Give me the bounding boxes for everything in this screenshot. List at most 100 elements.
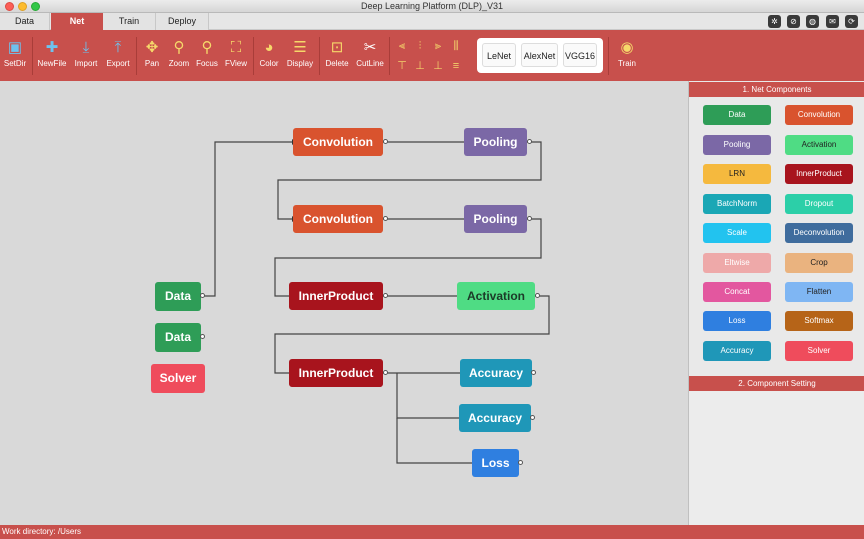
node-accuracy-2[interactable]: Accuracy bbox=[459, 404, 531, 432]
network-canvas[interactable]: Convolution Pooling Convolution Pooling … bbox=[0, 81, 688, 525]
chat-icon[interactable]: ◍ bbox=[806, 15, 819, 28]
output-port[interactable] bbox=[535, 293, 540, 298]
settings-icon[interactable]: ✲ bbox=[768, 15, 781, 28]
component-lrn[interactable]: LRN bbox=[703, 164, 771, 184]
node-data-1[interactable]: Data bbox=[155, 282, 201, 311]
output-port[interactable] bbox=[527, 139, 532, 144]
close-window-button[interactable] bbox=[5, 2, 14, 11]
component-pooling[interactable]: Pooling bbox=[703, 135, 771, 155]
zoom-window-button[interactable] bbox=[31, 2, 40, 11]
node-data-2[interactable]: Data bbox=[155, 323, 201, 352]
import-button[interactable]: ⤓ Import bbox=[74, 39, 98, 68]
component-dropout[interactable]: Dropout bbox=[785, 194, 853, 214]
newfile-button[interactable]: ✚ NewFile bbox=[37, 39, 67, 68]
node-pooling-2[interactable]: Pooling bbox=[464, 205, 527, 233]
fit-view-icon: ⛶ bbox=[230, 39, 242, 56]
preset-net-group: LeNet AlexNet VGG16 bbox=[477, 38, 603, 73]
import-icon: ⤓ bbox=[82, 39, 90, 56]
window-title: Deep Learning Platform (DLP)_V31 bbox=[360, 1, 504, 11]
fview-button[interactable]: ⛶ FView bbox=[224, 39, 248, 68]
component-solver[interactable]: Solver bbox=[785, 341, 853, 361]
toolbar-divider bbox=[608, 37, 609, 75]
align-top-icon[interactable]: ⊤ bbox=[397, 60, 407, 72]
edge-ip2-loss bbox=[396, 418, 472, 464]
align-center-h-icon[interactable]: ⫶ bbox=[418, 40, 422, 52]
component-flatten[interactable]: Flatten bbox=[785, 282, 853, 302]
main-toolbar: ▣ SetDir ✚ NewFile ⤓ Import ⤒ Export ✥ P… bbox=[0, 30, 864, 81]
component-scale[interactable]: Scale bbox=[703, 223, 771, 243]
component-innerproduct[interactable]: InnerProduct bbox=[785, 164, 853, 184]
node-convolution-2[interactable]: Convolution bbox=[293, 205, 383, 233]
node-loss[interactable]: Loss bbox=[472, 449, 519, 477]
component-setting-area[interactable] bbox=[689, 391, 864, 525]
component-concat[interactable]: Concat bbox=[703, 282, 771, 302]
tab-train[interactable]: Train bbox=[103, 13, 156, 30]
focus-icon: ⚲ bbox=[201, 39, 213, 56]
align-middle-icon[interactable]: ⊥ bbox=[415, 60, 425, 72]
component-data[interactable]: Data bbox=[703, 105, 771, 125]
node-accuracy-1[interactable]: Accuracy bbox=[460, 359, 532, 387]
display-button[interactable]: ☰ Display bbox=[286, 39, 314, 68]
status-bar: Work directory: /Users bbox=[0, 525, 864, 539]
preset-vgg16-button[interactable]: VGG16 bbox=[563, 43, 597, 67]
output-port[interactable] bbox=[383, 139, 388, 144]
net-components-header: 1. Net Components bbox=[689, 82, 864, 97]
toolbar-divider bbox=[253, 37, 254, 75]
node-convolution-1[interactable]: Convolution bbox=[293, 128, 383, 156]
export-icon: ⤒ bbox=[114, 39, 122, 56]
delete-icon: ⊡ bbox=[330, 39, 344, 56]
component-softmax[interactable]: Softmax bbox=[785, 311, 853, 331]
output-port[interactable] bbox=[530, 415, 535, 420]
align-bottom-icon[interactable]: ⊥ bbox=[433, 60, 443, 72]
pan-button[interactable]: ✥ Pan bbox=[144, 39, 160, 68]
component-accuracy[interactable]: Accuracy bbox=[703, 341, 771, 361]
color-button[interactable]: ◕ Color bbox=[259, 39, 279, 68]
component-activation[interactable]: Activation bbox=[785, 135, 853, 155]
align-left-icon[interactable]: ⫷ bbox=[398, 40, 406, 52]
component-deconvolution[interactable]: Deconvolution bbox=[785, 223, 853, 243]
train-button[interactable]: ◉ Train bbox=[618, 39, 636, 68]
component-eltwise[interactable]: Eltwise bbox=[703, 253, 771, 273]
toolbar-divider bbox=[136, 37, 137, 75]
output-port[interactable] bbox=[531, 370, 536, 375]
node-activation[interactable]: Activation bbox=[457, 282, 535, 310]
distribute-v-icon[interactable]: ≡ bbox=[452, 60, 460, 72]
tab-net[interactable]: Net bbox=[51, 13, 103, 30]
component-loss[interactable]: Loss bbox=[703, 311, 771, 331]
setdir-button[interactable]: ▣ SetDir bbox=[3, 39, 27, 68]
preset-lenet-button[interactable]: LeNet bbox=[482, 43, 516, 67]
output-port[interactable] bbox=[527, 216, 532, 221]
mail-icon[interactable]: ✉ bbox=[826, 15, 839, 28]
zoom-button[interactable]: ⚲ Zoom bbox=[168, 39, 190, 68]
magnifier-icon: ⚲ bbox=[173, 39, 185, 56]
cutline-button[interactable]: ✂ CutLine bbox=[356, 39, 384, 68]
output-port[interactable] bbox=[200, 334, 205, 339]
output-port[interactable] bbox=[383, 293, 388, 298]
output-port[interactable] bbox=[518, 460, 523, 465]
output-port[interactable] bbox=[383, 216, 388, 221]
scissors-icon: ✂ bbox=[363, 39, 377, 56]
output-port[interactable] bbox=[200, 293, 205, 298]
distribute-h-icon[interactable]: ⫼ bbox=[453, 40, 459, 52]
minimize-window-button[interactable] bbox=[18, 2, 27, 11]
edge-act-ip2 bbox=[274, 295, 550, 374]
toolbar-divider bbox=[389, 37, 390, 75]
node-innerproduct-2[interactable]: InnerProduct bbox=[289, 359, 383, 387]
align-right-icon[interactable]: ⫸ bbox=[434, 40, 442, 52]
delete-button[interactable]: ⊡ Delete bbox=[325, 39, 349, 68]
output-port[interactable] bbox=[383, 370, 388, 375]
preset-alexnet-button[interactable]: AlexNet bbox=[521, 43, 558, 67]
tab-deploy[interactable]: Deploy bbox=[156, 13, 209, 30]
tab-data[interactable]: Data bbox=[0, 13, 50, 30]
component-batchnorm[interactable]: BatchNorm bbox=[703, 194, 771, 214]
node-innerproduct-1[interactable]: InnerProduct bbox=[289, 282, 383, 310]
node-pooling-1[interactable]: Pooling bbox=[464, 128, 527, 156]
folder-icon: ▣ bbox=[7, 39, 23, 56]
focus-button[interactable]: ⚲ Focus bbox=[196, 39, 218, 68]
refresh-icon[interactable]: ⟳ bbox=[845, 15, 858, 28]
component-crop[interactable]: Crop bbox=[785, 253, 853, 273]
component-convolution[interactable]: Convolution bbox=[785, 105, 853, 125]
compass-icon[interactable]: ⊘ bbox=[787, 15, 800, 28]
export-button[interactable]: ⤒ Export bbox=[106, 39, 130, 68]
node-solver[interactable]: Solver bbox=[151, 364, 205, 393]
